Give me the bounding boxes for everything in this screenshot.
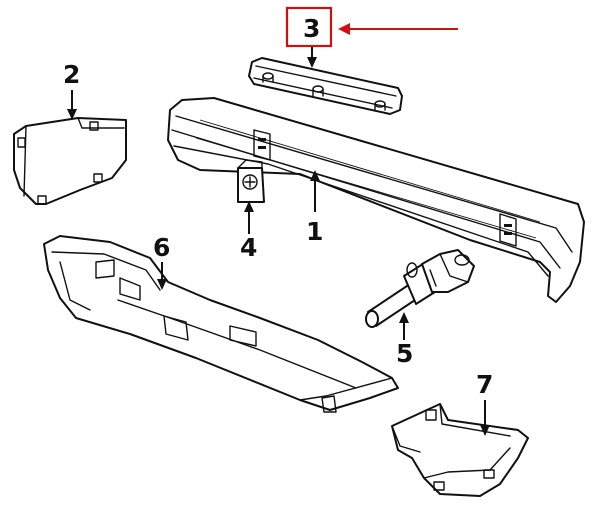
callout-6: 6 [153, 233, 170, 262]
callout-2: 2 [63, 60, 80, 89]
callout-7: 7 [476, 370, 493, 399]
part-1-bumper-face-bar[interactable] [167, 97, 585, 303]
part-2-end-cap[interactable] [13, 117, 127, 205]
part-3-reinforcement[interactable] [248, 57, 403, 115]
part-4-bracket[interactable] [237, 159, 265, 203]
highlight-marker [285, 6, 458, 48]
leader-lines [67, 46, 490, 436]
highlight-arrowhead [338, 23, 350, 35]
callout-4: 4 [240, 233, 257, 262]
part-7-corner-bracket[interactable] [391, 403, 529, 497]
callout-5: 5 [396, 339, 413, 368]
part-5-energy-absorber[interactable] [365, 249, 475, 328]
callout-1: 1 [306, 217, 323, 246]
part-6-valance-panel[interactable] [43, 235, 399, 413]
highlight-box [285, 6, 333, 48]
callout-3: 3 [303, 14, 320, 43]
